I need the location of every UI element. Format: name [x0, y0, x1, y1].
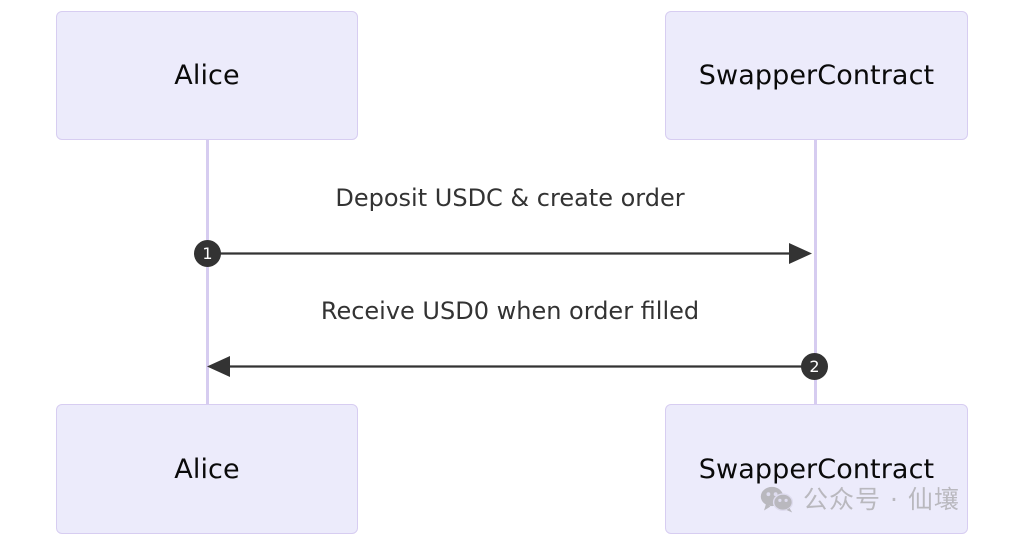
participant-label-alice-top: Alice: [174, 60, 240, 91]
message-text-1: Deposit USDC & create order: [335, 184, 685, 212]
participant-box-alice-bottom[interactable]: Alice: [56, 404, 358, 534]
participant-box-swappercontract-bottom[interactable]: SwapperContract: [665, 404, 968, 534]
lifeline-alice: [206, 139, 209, 405]
message-text-2: Receive USD0 when order filled: [320, 297, 700, 325]
sequence-badge-1: 1: [194, 240, 221, 267]
message-label-1: Deposit USDC & create order: [0, 186, 1018, 210]
participant-label-alice-bottom: Alice: [174, 453, 240, 485]
participant-label-swappercontract-top: SwapperContract: [698, 60, 935, 91]
arrow-message-1: [208, 243, 812, 264]
lifeline-swappercontract: [814, 139, 817, 405]
participant-box-swappercontract-top[interactable]: SwapperContract: [665, 11, 968, 140]
message-label-2: Receive USD0 when order filled: [0, 299, 1018, 323]
sequence-badge-2: 2: [801, 353, 828, 380]
participant-box-alice-top[interactable]: Alice: [56, 11, 358, 140]
arrow-message-2: [207, 356, 816, 377]
participant-label-swappercontract-bottom: SwapperContract: [698, 453, 935, 485]
